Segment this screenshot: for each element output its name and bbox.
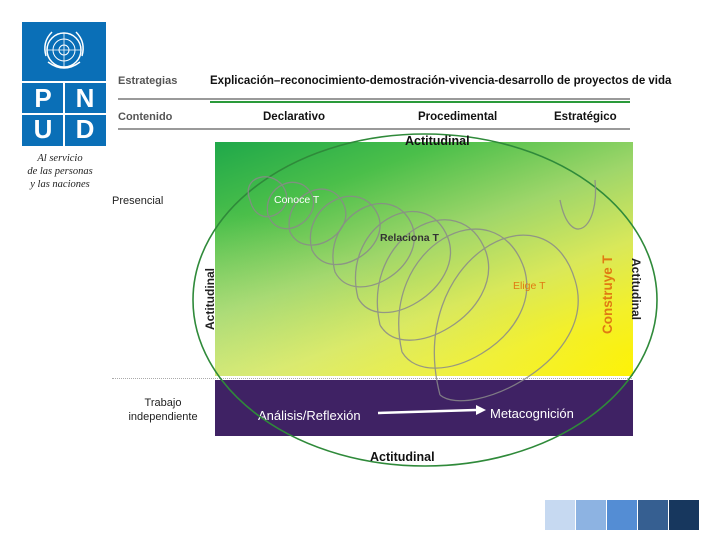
- step-conoce: Conoce T: [274, 194, 320, 206]
- content-estrategico: Estratégico: [554, 111, 617, 123]
- attitudinal-ellipse: [192, 133, 658, 467]
- strategies-green-rule: [210, 101, 630, 103]
- presencial-gradient-panel: [215, 142, 633, 376]
- independent-work-line: independiente: [128, 411, 198, 423]
- strategies-text: Explicación–reconocimiento-demostración-…: [210, 75, 672, 87]
- independent-work-panel: [215, 380, 633, 436]
- tagline-line: de las personas: [27, 166, 93, 177]
- color-swatch-4: [638, 500, 668, 530]
- logo-letter-n: N: [75, 83, 95, 113]
- step-construye: Construye T: [600, 255, 615, 334]
- tagline-line: y las naciones: [30, 179, 90, 190]
- color-swatch-1: [545, 500, 575, 530]
- top-attitudinal-label: Actitudinal: [405, 134, 470, 148]
- analysis-arrow-head: [476, 405, 486, 415]
- color-swatch-5: [669, 500, 699, 530]
- step-relaciona: Relaciona T: [380, 232, 439, 244]
- color-swatch-3: [607, 500, 637, 530]
- presencial-label: Presencial: [112, 195, 164, 207]
- strategies-rule: [118, 98, 630, 100]
- independent-work-label: Trabajo independiente: [118, 396, 208, 424]
- strategies-label: Estrategias: [118, 75, 178, 87]
- undp-tagline: Al servicio de las personas y las nacion…: [6, 152, 114, 191]
- logo-letter-u: U: [33, 114, 53, 144]
- undp-logo: P N U D: [22, 22, 106, 146]
- analysis-label: Análisis/Reflexión: [258, 408, 361, 423]
- learning-spiral: [247, 176, 597, 402]
- un-emblem-icon: [44, 31, 84, 69]
- tagline-line: Al servicio: [37, 153, 83, 164]
- section-divider: [112, 378, 632, 379]
- content-label: Contenido: [118, 111, 173, 123]
- content-procedimental: Procedimental: [418, 111, 498, 123]
- logo-letter-d: D: [75, 114, 95, 144]
- left-attitudinal-label: Actitudinal: [203, 268, 217, 330]
- content-rule: [118, 128, 630, 130]
- bottom-attitudinal-label: Actitudinal: [370, 450, 435, 464]
- color-swatch-2: [576, 500, 606, 530]
- independent-work-line: Trabajo: [144, 397, 182, 409]
- content-declarativo: Declarativo: [263, 111, 326, 123]
- right-attitudinal-label: Actitudinal: [629, 258, 643, 320]
- logo-letter-p: P: [34, 83, 52, 113]
- analysis-arrow-line: [377, 408, 477, 415]
- metacognition-label: Metacognición: [490, 406, 574, 421]
- step-elige: Elige T: [513, 280, 546, 292]
